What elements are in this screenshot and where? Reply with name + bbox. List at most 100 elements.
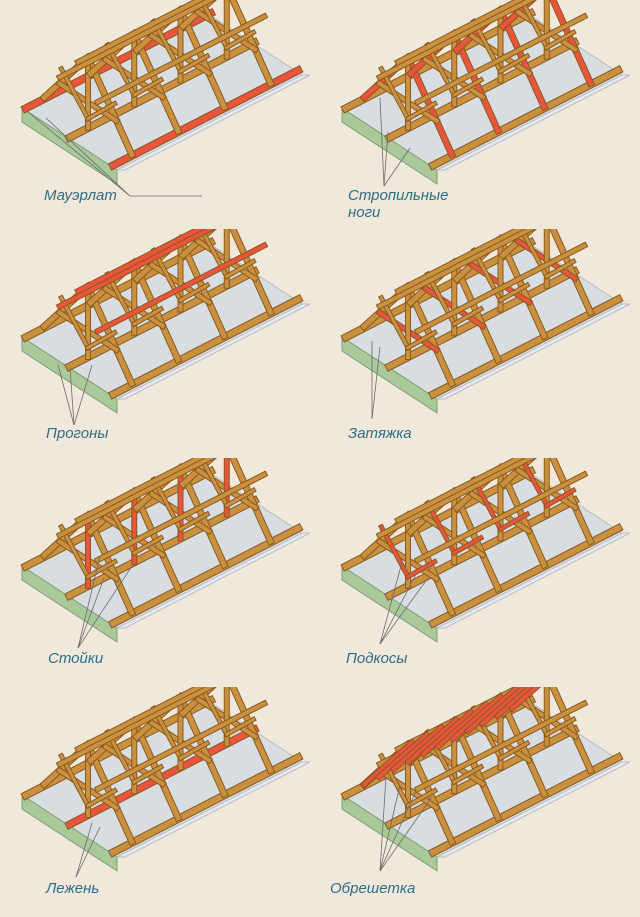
side-wall [436,74,631,171]
label-purlins: Прогоны [46,425,109,442]
brace [177,52,211,75]
batten [389,723,446,774]
label-pointer-line [379,577,429,645]
side-wall [116,303,311,400]
brace [223,487,257,509]
ridge-purlin [394,458,528,525]
label-pointer-line [383,147,411,187]
purlin [93,699,269,794]
label-posts: Стойки [48,650,104,667]
label-rafters-line2: ноги [348,204,381,221]
brace [84,100,119,123]
brace [223,716,257,738]
label-pointer-line [379,796,433,872]
label-pointer-line [77,565,133,649]
brace [450,763,485,786]
brace [130,763,165,786]
purlin [55,0,217,82]
ridge-purlin [74,687,208,754]
roof-truss-illustration [340,687,631,872]
side-wall [116,74,311,171]
brace [543,716,577,738]
label-pointer-line [57,364,75,426]
label-pointer-line [69,366,75,426]
label-mauerlat: Мауэрлат [44,187,117,204]
front-wall [341,107,438,185]
ridge-purlin [394,0,528,67]
brace [84,329,119,352]
brace [404,558,439,581]
label-pointer-line [73,364,93,426]
brace [84,558,119,581]
brace [130,534,165,557]
side-wall [436,532,631,629]
brace [404,787,439,810]
label-pointer-line [379,97,385,187]
purlin [375,229,537,311]
brace [543,29,577,51]
purlin [55,229,217,311]
batten [493,687,535,721]
ridge-purlin [394,229,528,296]
mauerlat-beam [107,751,304,858]
purlin [413,12,589,107]
mauerlat-beam [107,64,304,171]
label-pointer-line [45,117,131,197]
front-wall [21,565,118,643]
label-sill: Лежень [46,880,100,897]
purlin [55,687,217,769]
roof-truss-illustration [340,0,631,187]
brace [543,258,577,280]
side-wall [116,761,311,858]
label-pointer-line [379,573,417,645]
batten [419,707,476,759]
batten [448,692,505,744]
front-wall [341,565,438,643]
batten [478,687,529,728]
batten [404,715,461,766]
brace [177,281,211,304]
mauerlat-beam [427,751,624,858]
roof-truss-illustration [340,458,631,645]
label-pointer-line [379,790,417,872]
brace [223,29,257,51]
label-pointer-line [379,784,401,872]
roof-truss-illustration [20,687,311,878]
brace [130,305,165,328]
label-pointer-line [77,577,105,649]
front-wall [341,794,438,872]
roof-truss-illustration [20,0,311,197]
purlin [375,0,537,82]
ridge-purlin [74,0,208,67]
brace [450,305,485,328]
brace [177,739,211,762]
panel-battens: Обрешетка [320,687,640,916]
label-pointer-line [383,131,389,187]
roof-truss-illustration [20,458,311,649]
brace [130,76,165,99]
side-wall [116,532,311,629]
batten [463,687,520,736]
label-pointer-line [75,822,93,878]
side-wall [436,761,631,858]
label-braces: Подкосы [346,650,408,667]
label-pointer-line [75,826,101,878]
panel-purlins: Прогоны [0,229,320,458]
brace [497,52,531,75]
roof-truss-illustration [340,229,631,420]
front-wall [21,336,118,414]
label-ties: Затяжка [348,425,412,442]
brace [404,329,439,352]
mauerlat-beam [107,293,304,400]
brace [450,534,485,557]
front-wall [341,336,438,414]
purlin [93,470,269,565]
ridge-purlin [74,229,208,296]
label-rafters: Стропильные [348,187,449,204]
label-pointer-line [371,346,381,420]
brace [497,510,531,533]
brace [404,100,439,123]
purlin [375,458,537,540]
purlin [55,458,217,540]
mauerlat-beam [107,522,304,629]
